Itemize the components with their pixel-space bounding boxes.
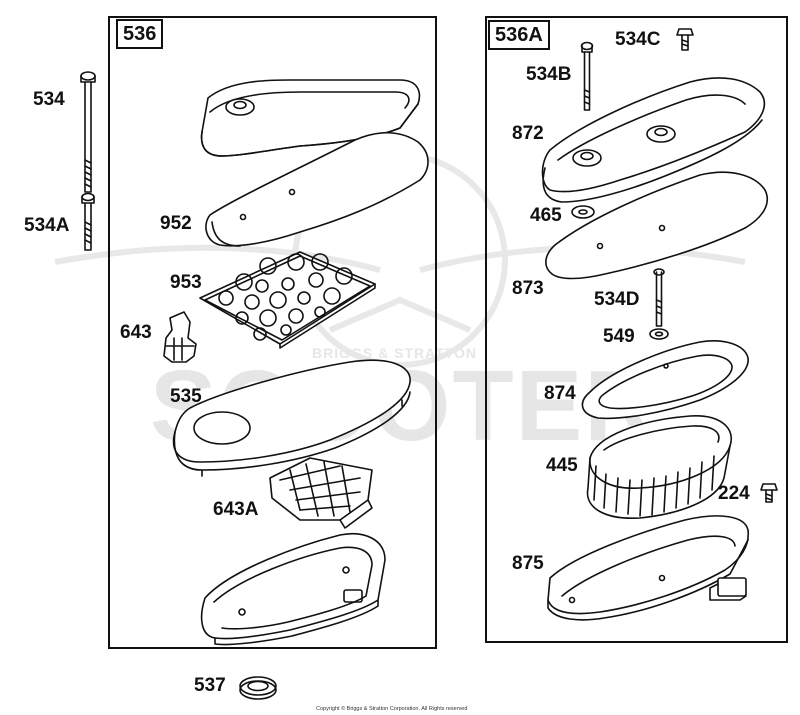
part-label-643: 643 (120, 322, 152, 343)
part-label-534: 534 (33, 89, 65, 110)
part-label-534B: 534B (526, 64, 572, 85)
cover-872 (541, 77, 766, 203)
washer-549 (649, 328, 669, 340)
bolt-534A (81, 192, 95, 251)
panel-label-536A: 536A (488, 20, 550, 50)
part-label-549: 549 (603, 326, 635, 347)
part-label-534C: 534C (615, 29, 661, 50)
panel-label-536: 536 (116, 19, 164, 49)
gasket-874 (581, 340, 749, 420)
part-label-465: 465 (530, 205, 562, 226)
filter-445 (586, 415, 732, 519)
part-label-445: 445 (546, 455, 578, 476)
part-label-224: 224 (718, 483, 750, 504)
part-label-873: 873 (512, 278, 544, 299)
part-label-534D: 534D (594, 289, 640, 310)
gasket-952 (205, 131, 429, 247)
part-label-874: 874 (544, 383, 576, 404)
screw-224 (760, 483, 778, 503)
support-643A (269, 457, 373, 529)
stud-534D (653, 268, 665, 327)
screen-953 (199, 251, 376, 349)
part-label-952: 952 (160, 213, 192, 234)
panel-536-frame (108, 16, 437, 649)
screw-534C (676, 28, 694, 51)
gasket-873 (545, 171, 769, 280)
grommet-537 (239, 676, 277, 700)
part-label-534A: 534A (24, 215, 70, 236)
base-536 (200, 533, 386, 646)
part-label-537: 537 (194, 675, 226, 696)
washer-465 (571, 205, 595, 219)
part-label-643A: 643A (213, 499, 259, 520)
panel-536A-frame (485, 16, 788, 643)
copyright-text: Copyright © Briggs & Stratton Corporatio… (316, 706, 468, 712)
clip-643 (163, 311, 197, 363)
base-875 (547, 515, 750, 621)
bolt-534 (80, 71, 96, 193)
part-label-875: 875 (512, 553, 544, 574)
bolt-534B (580, 41, 594, 111)
precleaner-535 (172, 359, 411, 477)
part-label-535: 535 (170, 386, 202, 407)
part-label-953: 953 (170, 272, 202, 293)
part-label-872: 872 (512, 123, 544, 144)
